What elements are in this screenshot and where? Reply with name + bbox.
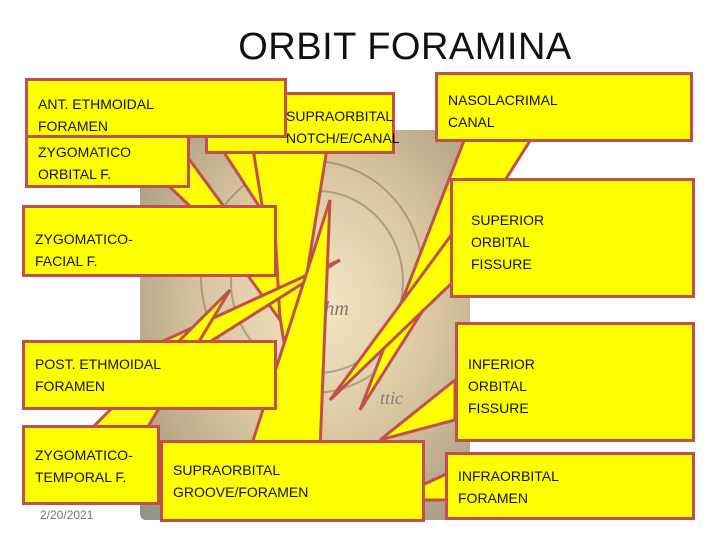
pointer-inferior-fissure [379, 376, 457, 442]
pointer-superior-fissure [328, 225, 457, 402]
label-supraorbital-groove: SUPRAORBITAL GROOVE/FORAMEN [160, 440, 425, 522]
label-supraorbital-canal: SUPRAORBITAL NOTCH/E/CANAL [205, 92, 400, 154]
photo-label-optic: ttic [380, 388, 403, 408]
label-inferior-orbital-fissure: INFERIOR ORBITAL FISSURE [455, 322, 695, 442]
label-infraorbital-foramen: INFRAORBITAL FORAMEN [445, 452, 695, 520]
slide-date: 2/20/2021 [40, 508, 94, 522]
label-superior-orbital-fissure: SUPERIOR ORBITAL FISSURE [450, 178, 695, 298]
label-post-ethmoidal: POST. ETHMOIDAL FORAMEN [22, 340, 277, 410]
label-zygomatico-facial: ZYGOMATICO- FACIAL F. [22, 205, 277, 277]
label-nasolacrimal: NASOLACRIMAL CANAL [435, 72, 693, 142]
slide-title: ORBIT FORAMINA [238, 26, 572, 68]
label-ant-ethmoidal: ANT. ETHMOIDAL FORAMEN [25, 78, 287, 138]
label-zygomatico-orbital: ZYGOMATICO ORBITAL F. [25, 130, 190, 188]
label-zygomatico-temporal: ZYGOMATICO- TEMPORAL F. [22, 425, 160, 505]
